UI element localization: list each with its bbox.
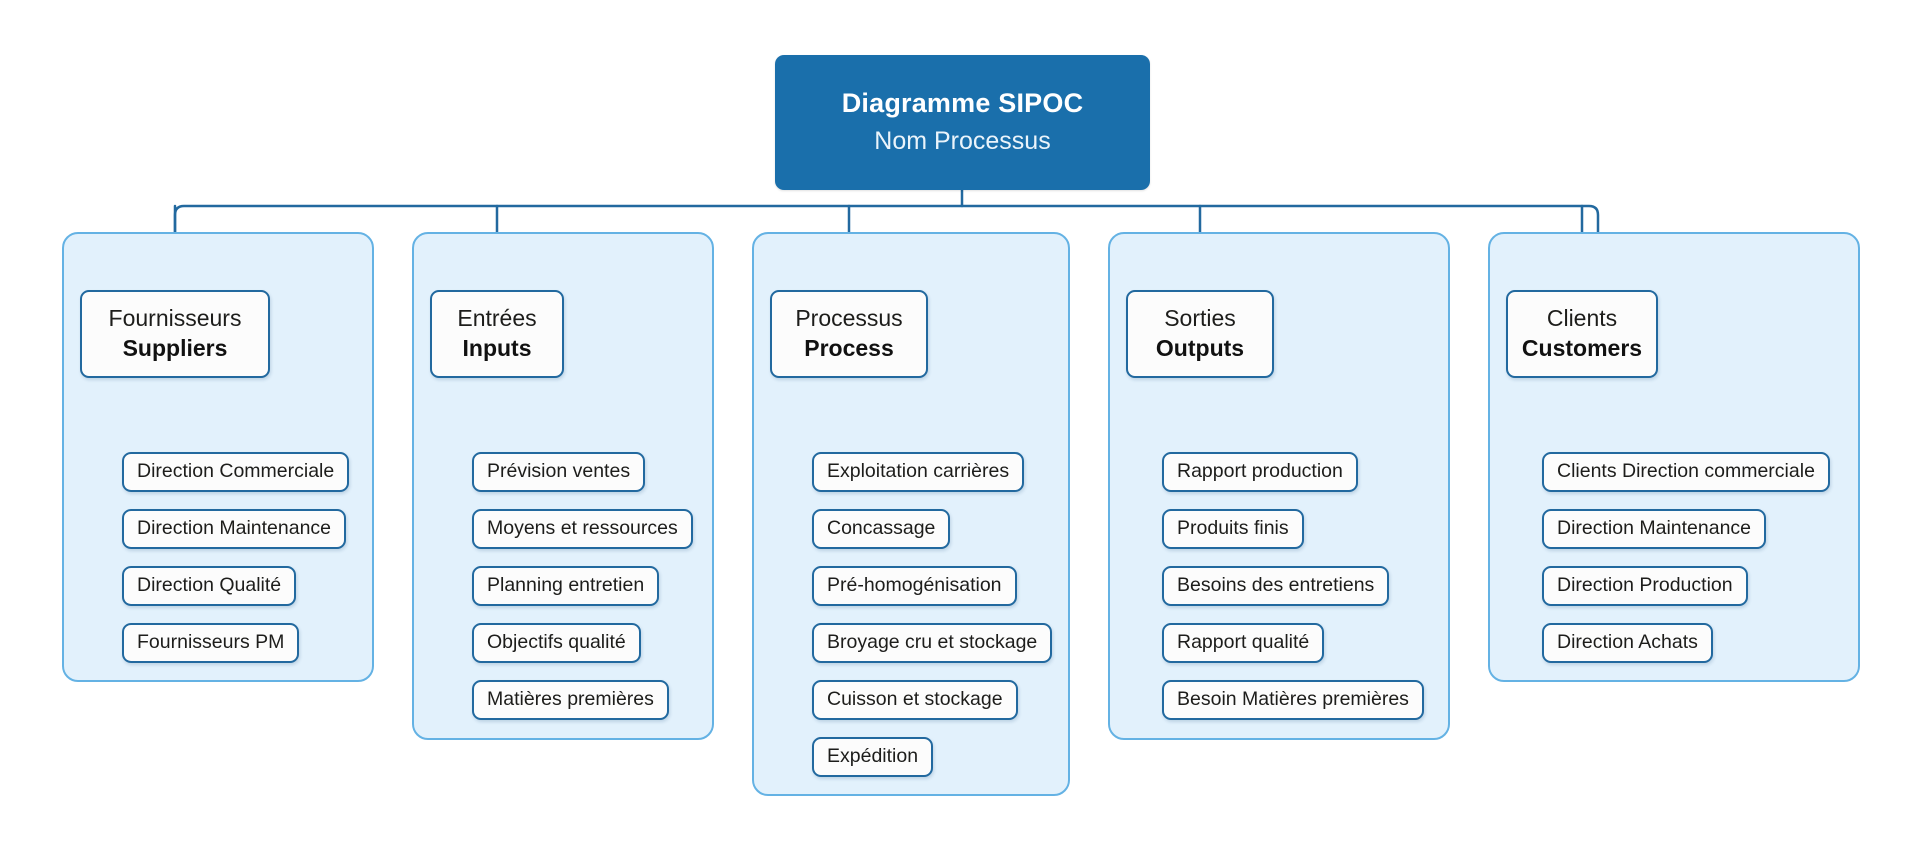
- diagram-title: Diagramme SIPOC: [841, 88, 1084, 119]
- item-box[interactable]: Rapport production: [1162, 452, 1358, 492]
- column-header-label-en-process: Process: [804, 335, 894, 361]
- item-label: Broyage cru et stockage: [827, 631, 1038, 654]
- item-box[interactable]: Matières premières: [472, 680, 669, 720]
- column-header-label-fr-inputs: Entrées: [457, 305, 537, 332]
- item-label: Planning entretien: [487, 574, 645, 597]
- item-box[interactable]: Prévision ventes: [472, 452, 646, 492]
- item-box[interactable]: Clients Direction commerciale: [1542, 452, 1830, 492]
- item-box[interactable]: Moyens et ressources: [472, 509, 693, 549]
- item-box[interactable]: Cuisson et stockage: [812, 680, 1018, 720]
- item-label: Fournisseurs PM: [137, 631, 285, 654]
- item-label: Produits finis: [1177, 517, 1289, 540]
- item-box[interactable]: Direction Achats: [1542, 623, 1713, 663]
- item-box[interactable]: Direction Maintenance: [122, 509, 347, 549]
- item-label: Direction Commerciale: [137, 460, 335, 483]
- item-label: Matières premières: [487, 688, 654, 711]
- item-label: Concassage: [827, 517, 936, 540]
- item-box[interactable]: Direction Production: [1542, 566, 1748, 606]
- column-header-label-fr-outputs: Sorties: [1164, 305, 1236, 332]
- item-box[interactable]: Rapport qualité: [1162, 623, 1325, 663]
- column-header-label-fr-customers: Clients: [1546, 305, 1618, 332]
- column-header-label-en-suppliers: Suppliers: [122, 335, 228, 361]
- column-header-label-en-outputs: Outputs: [1155, 335, 1245, 361]
- item-label: Objectifs qualité: [487, 631, 626, 654]
- item-label: Direction Maintenance: [137, 517, 332, 540]
- item-box[interactable]: Exploitation carrières: [812, 452, 1025, 492]
- item-box[interactable]: Concassage: [812, 509, 951, 549]
- item-label: Clients Direction commerciale: [1557, 460, 1815, 483]
- diagram-title-box: Diagramme SIPOC Nom Processus: [775, 55, 1150, 190]
- item-label: Expédition: [827, 745, 919, 768]
- item-box[interactable]: Direction Maintenance: [1542, 509, 1767, 549]
- item-label: Rapport qualité: [1177, 631, 1310, 654]
- item-box[interactable]: Besoins des entretiens: [1162, 566, 1390, 606]
- item-label: Cuisson et stockage: [827, 688, 1003, 711]
- item-box[interactable]: Pré-homogénisation: [812, 566, 1017, 606]
- item-box[interactable]: Fournisseurs PM: [122, 623, 300, 663]
- item-label: Pré-homogénisation: [827, 574, 1002, 597]
- item-box[interactable]: Direction Qualité: [122, 566, 297, 606]
- column-header-label-en-customers: Customers: [1521, 335, 1643, 361]
- column-header-label-fr-suppliers: Fournisseurs: [108, 305, 242, 332]
- item-label: Direction Qualité: [137, 574, 282, 597]
- item-label: Besoins des entretiens: [1177, 574, 1375, 597]
- item-box[interactable]: Direction Commerciale: [122, 452, 350, 492]
- item-label: Direction Achats: [1557, 631, 1698, 654]
- column-header-label-fr-process: Processus: [795, 305, 903, 332]
- item-box[interactable]: Objectifs qualité: [472, 623, 641, 663]
- item-box[interactable]: Produits finis: [1162, 509, 1304, 549]
- item-box[interactable]: Planning entretien: [472, 566, 660, 606]
- column-header-label-en-inputs: Inputs: [462, 335, 532, 361]
- item-label: Moyens et ressources: [487, 517, 678, 540]
- item-box[interactable]: Expédition: [812, 737, 934, 777]
- item-label: Besoin Matières premières: [1177, 688, 1409, 711]
- item-label: Prévision ventes: [487, 460, 631, 483]
- item-label: Rapport production: [1177, 460, 1343, 483]
- item-label: Exploitation carrières: [827, 460, 1010, 483]
- diagram-subtitle: Nom Processus: [874, 127, 1051, 156]
- item-box[interactable]: Besoin Matières premières: [1162, 680, 1424, 720]
- item-box[interactable]: Broyage cru et stockage: [812, 623, 1053, 663]
- item-label: Direction Production: [1557, 574, 1733, 597]
- item-label: Direction Maintenance: [1557, 517, 1752, 540]
